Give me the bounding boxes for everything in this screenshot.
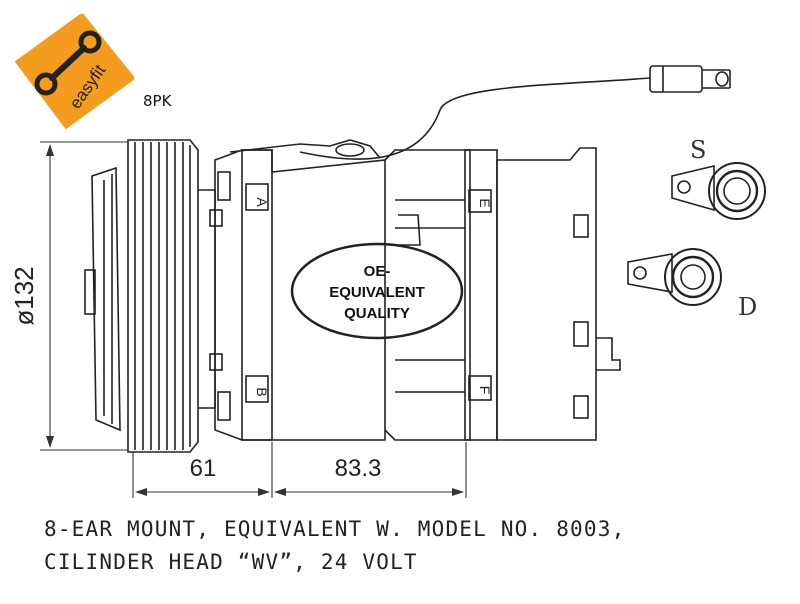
caption-line-1: 8-EAR MOUNT, EQUIVALENT W. MODEL NO. 800… [44,517,626,541]
port-a-label: A [254,197,270,207]
discharge-label: D [738,293,757,321]
suction-label: S [690,136,706,164]
port-e-label: E [477,198,493,207]
belt-profile-label: 8PK [143,92,172,110]
discharge-port [627,248,722,306]
quality-oval [290,242,464,340]
caption-line-2: CILINDER HEAD “WV”, 24 VOLT [44,550,418,574]
easyfit-logo: easyfit [14,14,134,130]
mount-block-left [241,149,273,441]
dimension-arrows [46,144,464,496]
clutch-plate [91,166,121,432]
quality-line-1: OE- [364,263,391,280]
wrench-icon [34,30,102,96]
quality-line-2: EQUIVALENT [329,284,425,301]
dimension-83-label: 83.3 [335,455,382,482]
rear-head [496,147,597,441]
pulley [127,139,199,453]
dimension-lines [40,141,467,498]
connector [649,65,703,93]
suction-port [671,162,766,220]
port-b-label: B [254,387,270,396]
dimension-61-label: 61 [190,455,217,482]
badge-diamond [14,14,134,130]
port-f-label: F [477,386,493,395]
wire [299,77,651,160]
diameter-label: ø132 [9,266,39,325]
pulley-grooves [134,142,191,450]
quality-line-3: QUALITY [344,305,410,322]
